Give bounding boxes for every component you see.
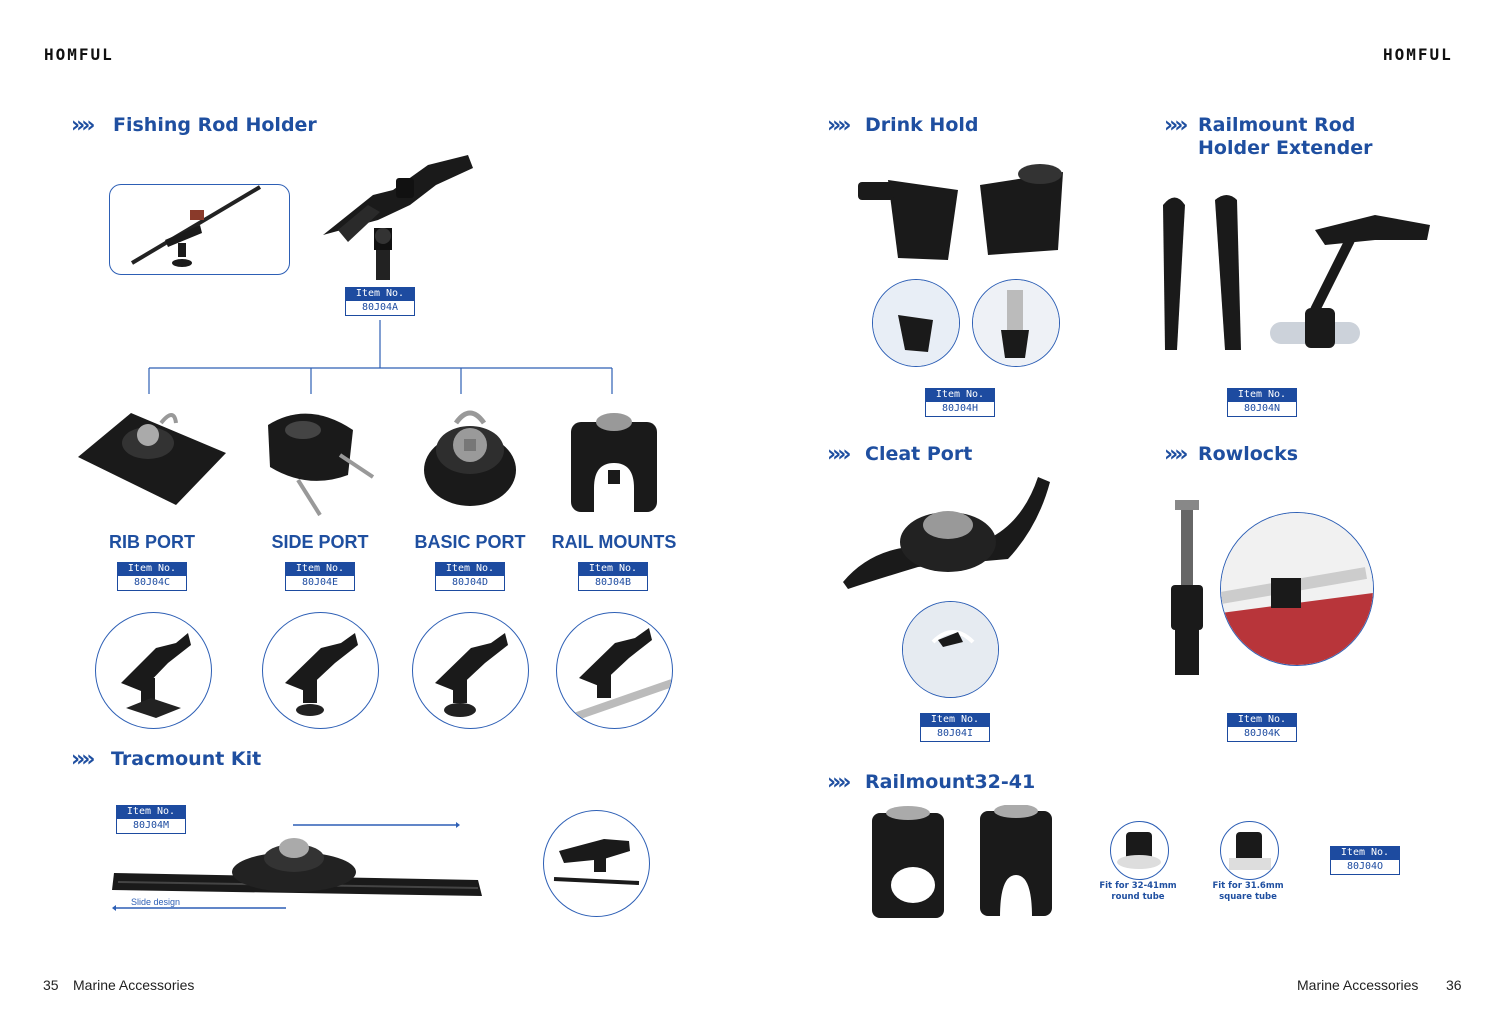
- slide-design-label: Slide design: [131, 897, 181, 907]
- rod-in-use-image: [109, 184, 290, 275]
- title-line-2: Holder Extender: [1198, 137, 1373, 159]
- item-number-80J04M: Item No.80J04M: [116, 805, 186, 834]
- chevron-icon: »»: [71, 747, 96, 772]
- item-number-80J04A: Item No. 80J04A: [345, 287, 415, 316]
- rowlock-detail: [1220, 512, 1374, 666]
- footer-text-left: Marine Accessories: [73, 977, 195, 993]
- item-number-80J04I: Item No.80J04I: [920, 713, 990, 742]
- side-port-assembled-image: [262, 612, 379, 729]
- railmount-extender-image: [1155, 190, 1435, 360]
- chevron-icon: »»: [1164, 442, 1189, 467]
- chevron-icon: »»: [827, 770, 852, 795]
- section-title-rowlocks: Rowlocks: [1198, 443, 1299, 465]
- port-name-side: SIDE PORT: [271, 532, 369, 552]
- item-label: Item No.: [345, 287, 415, 301]
- footer-text-right: Marine Accessories: [1297, 977, 1419, 993]
- drink-holder-detail-2: [972, 279, 1060, 367]
- page-number-right: 36: [1446, 977, 1462, 993]
- chevron-icon: »»: [827, 442, 852, 467]
- tracmount-rail-image: [108, 818, 488, 913]
- section-title-drink-hold: Drink Hold: [865, 114, 979, 136]
- section-title-railmount-extender: Railmount Rod Holder Extender: [1198, 114, 1373, 160]
- fit-square-tube-label: Fit for 31.6mm square tube: [1203, 881, 1293, 903]
- item-number-80J04O: Item No.80J04O: [1330, 846, 1400, 875]
- item-number-80J04H: Item No.80J04H: [925, 388, 995, 417]
- section-title-cleat-port: Cleat Port: [865, 443, 973, 465]
- tracmount-assembled-image: [543, 810, 650, 917]
- fit-line-1: Fit for 32-41mm: [1099, 881, 1177, 891]
- item-number-80J04D: Item No.80J04D: [435, 562, 505, 591]
- item-number-80J04C: Item No.80J04C: [117, 562, 187, 591]
- port-name-rib: RIB PORT: [108, 532, 195, 552]
- item-number-80J04E: Item No.80J04E: [285, 562, 355, 591]
- fit-line-1: Fit for 31.6mm: [1212, 881, 1284, 891]
- side-port-image: [258, 405, 378, 520]
- chevron-icon: »»: [71, 113, 96, 138]
- tree-connector: [148, 320, 613, 394]
- rod-holder-main-image: [318, 150, 478, 285]
- drink-holder-image: [858, 160, 1068, 265]
- rib-port-image: [76, 405, 228, 510]
- brand-logo-right: HOMFUL: [1383, 45, 1453, 64]
- rail-mounts-image: [568, 408, 660, 516]
- basic-port-image: [420, 405, 520, 510]
- rail-mounts-assembled-image: [556, 612, 673, 729]
- fit-line-2: round tube: [1111, 892, 1165, 902]
- cleat-port-detail: [902, 601, 999, 698]
- square-tube-fit-image: [1220, 821, 1279, 880]
- item-value: 80J04A: [345, 301, 415, 316]
- brand-logo-left: HOMFUL: [44, 45, 114, 64]
- chevron-icon: »»: [827, 113, 852, 138]
- fit-line-2: square tube: [1219, 892, 1277, 902]
- section-title-tracmount-kit: Tracmount Kit: [111, 748, 262, 770]
- section-title-railmount32-41: Railmount32-41: [865, 771, 1036, 793]
- basic-port-assembled-image: [412, 612, 529, 729]
- item-number-80J04B: Item No.80J04B: [578, 562, 648, 591]
- round-tube-fit-image: [1110, 821, 1169, 880]
- port-name-basic: BASIC PORT: [414, 532, 526, 552]
- rowlock-image: [1165, 500, 1215, 680]
- item-number-80J04N: Item No.80J04N: [1227, 388, 1297, 417]
- page-number-left: 35: [43, 977, 59, 993]
- railmount32-41-image: [868, 805, 1058, 920]
- chevron-icon: »»: [1164, 113, 1189, 138]
- cleat-port-image: [838, 467, 1053, 592]
- title-line-1: Railmount Rod: [1198, 114, 1356, 136]
- drink-holder-detail-1: [872, 279, 960, 367]
- rib-port-assembled-image: [95, 612, 212, 729]
- item-number-80J04K: Item No.80J04K: [1227, 713, 1297, 742]
- port-name-rail-mounts: RAIL MOUNTS: [551, 532, 677, 552]
- fit-round-tube-label: Fit for 32-41mm round tube: [1093, 881, 1183, 903]
- section-title-fishing-rod-holder: Fishing Rod Holder: [113, 114, 317, 136]
